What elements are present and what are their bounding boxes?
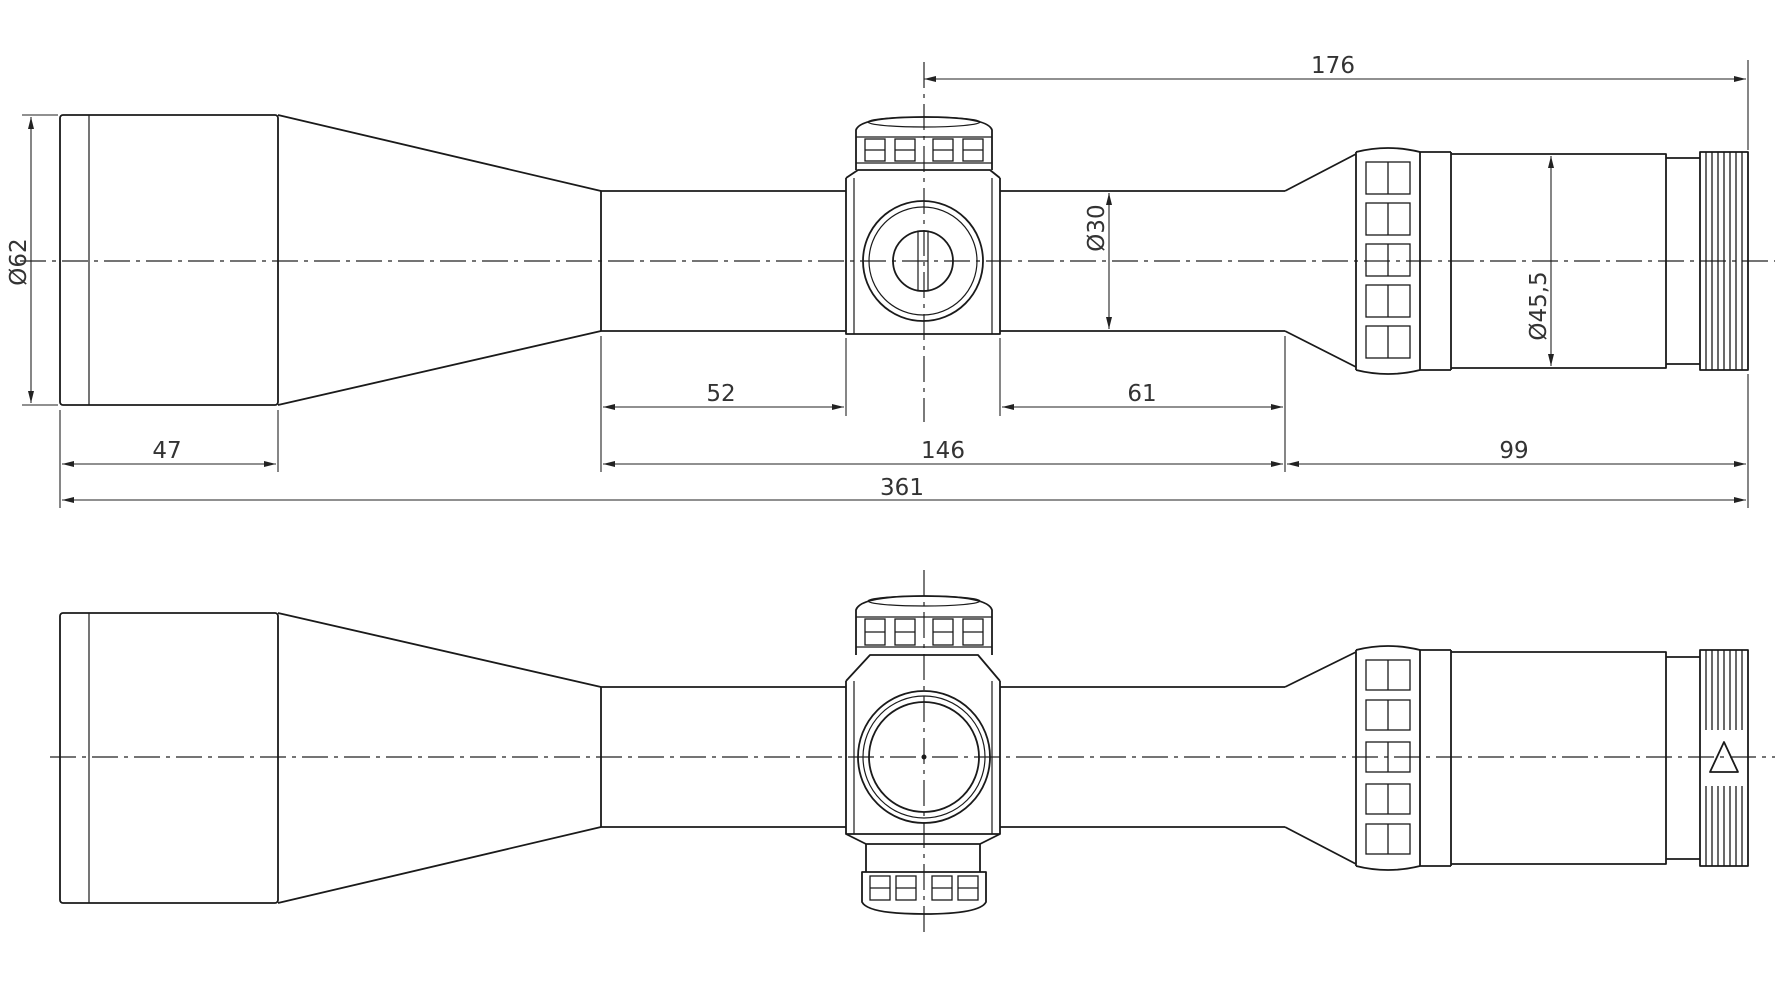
turret-saddle-bottom — [845, 654, 1001, 845]
dim-diameter-30-label: Ø30 — [1084, 204, 1110, 251]
dim-47-label: 47 — [152, 438, 181, 464]
diopter-ring — [1699, 151, 1749, 371]
lower-turret — [861, 844, 987, 915]
elevation-turret-bottom-view — [855, 595, 993, 655]
side-view: 176 Ø62 Ø30 Ø45,5 52 61 — [6, 53, 1775, 508]
top-view — [50, 570, 1775, 935]
dim-176-label: 176 — [1311, 53, 1355, 79]
diopter-ring-bottom — [1699, 649, 1749, 867]
side-focus-knob — [862, 200, 984, 322]
objective-bell-bottom — [59, 612, 602, 904]
dim-99-label: 99 — [1499, 438, 1528, 464]
objective-bell — [59, 114, 602, 406]
diopter-triangle-marker — [1709, 741, 1739, 773]
windage-turret-cap — [857, 690, 991, 824]
dim-diameter-62-label: Ø62 — [6, 238, 32, 285]
turret-saddle — [845, 169, 1001, 335]
magnification-ring — [1355, 147, 1452, 375]
ocular-housing — [1451, 153, 1700, 369]
dim-146-label: 146 — [921, 438, 965, 464]
dimensions-top: 176 Ø62 Ø30 Ø45,5 52 61 — [6, 53, 1749, 508]
dim-61-label: 61 — [1127, 381, 1156, 407]
eyepiece-cone-bottom — [1284, 651, 1357, 865]
eyepiece-cone — [1284, 153, 1357, 368]
ocular-housing-bottom — [1451, 651, 1700, 865]
main-tube — [600, 190, 1285, 332]
dim-361-label: 361 — [880, 475, 924, 501]
elevation-turret — [855, 116, 993, 170]
dim-diameter-45-5-label: Ø45,5 — [1526, 271, 1552, 340]
dim-52-label: 52 — [706, 381, 735, 407]
magnification-ring-bottom — [1355, 645, 1452, 871]
main-tube-bottom — [600, 686, 1285, 828]
